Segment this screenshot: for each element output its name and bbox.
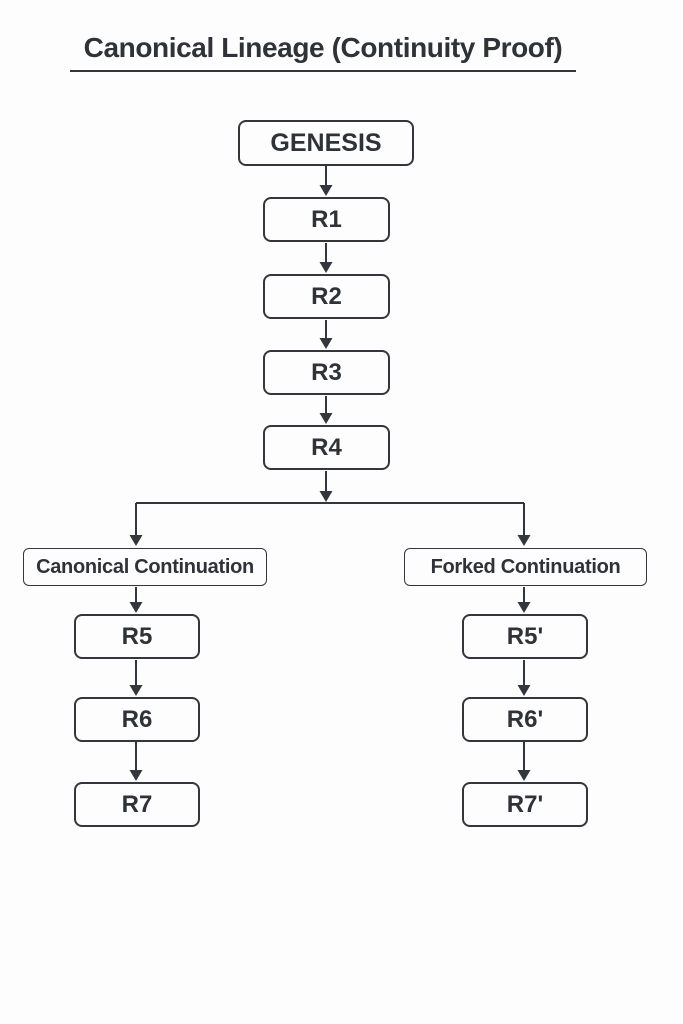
node-r5-prime: R5' [462,614,588,659]
edge-r2-r3 [319,320,333,349]
node-r6: R6 [74,697,200,742]
edge-r5-r6 [129,660,143,696]
edge-r6-r7 [129,742,143,781]
node-r3: R3 [263,350,390,395]
node-genesis: GENESIS [238,120,414,166]
node-r5: R5 [74,614,200,659]
node-r6-prime: R6' [462,697,588,742]
edge-junction-forked [517,503,531,546]
edge-canonical-r5 [129,587,143,613]
node-r2: R2 [263,274,390,319]
edge-forked-r5p [517,587,531,613]
edge-r1-r2 [319,243,333,273]
edge-junction-canonical [129,503,143,546]
node-r7: R7 [74,782,200,827]
node-r1: R1 [263,197,390,242]
edge-r3-r4 [319,396,333,424]
edge-r6p-r7p [517,742,531,781]
edge-r4-junction [319,471,333,502]
node-r7-prime: R7' [462,782,588,827]
edge-r5p-r6p [517,660,531,696]
branch-label-canonical: Canonical Continuation [23,548,267,586]
diagram-title: Canonical Lineage (Continuity Proof) [70,26,576,72]
edge-genesis-r1 [319,166,333,196]
branch-label-forked: Forked Continuation [404,548,647,586]
node-r4: R4 [263,425,390,470]
